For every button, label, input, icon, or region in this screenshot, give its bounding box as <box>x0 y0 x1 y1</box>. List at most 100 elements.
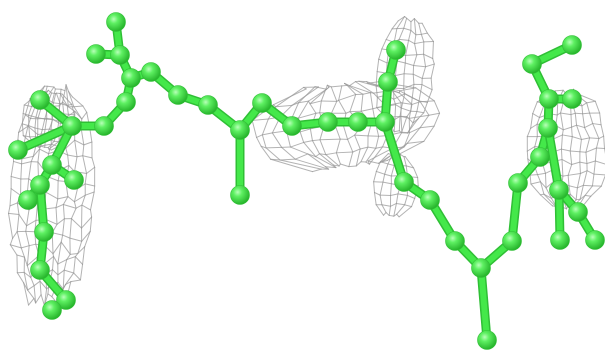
atom <box>502 231 522 251</box>
mesh-segment <box>591 173 595 187</box>
mesh-segment <box>82 144 85 157</box>
mesh-segment <box>35 294 42 304</box>
mesh-segment <box>53 255 59 265</box>
mesh-segment <box>560 112 564 131</box>
mesh-segment <box>404 62 415 67</box>
mesh-segment <box>574 112 578 126</box>
mesh-segment <box>61 93 73 105</box>
mesh-segment <box>79 263 84 281</box>
mesh-segment <box>529 174 532 185</box>
mesh-segment <box>9 202 18 207</box>
mesh-segment <box>598 135 605 140</box>
mesh-segment <box>408 39 416 45</box>
mesh-segment <box>338 99 347 114</box>
mesh-segment <box>423 53 434 60</box>
mesh-segment <box>423 125 435 142</box>
mesh-segment <box>578 94 596 102</box>
mesh-segment <box>540 181 545 195</box>
mesh-segment <box>319 138 341 141</box>
mesh-segment <box>384 173 392 177</box>
mesh-segment <box>410 97 413 112</box>
mesh-segment <box>576 184 584 189</box>
mesh-segment <box>582 112 591 115</box>
mesh-segment <box>57 269 65 276</box>
atom <box>348 112 368 132</box>
mesh-segment <box>393 130 400 133</box>
mesh-segment <box>568 185 571 195</box>
mesh-segment <box>62 203 77 209</box>
mesh-segment <box>567 173 581 176</box>
mesh-segment <box>314 86 327 90</box>
mesh-segment <box>544 172 547 189</box>
mesh-segment <box>70 218 83 229</box>
mesh-segment <box>20 247 25 258</box>
mesh-segment <box>396 16 406 30</box>
mesh-segment <box>423 101 428 114</box>
mesh-segment <box>311 139 321 142</box>
mesh-segment <box>400 115 403 133</box>
mesh-segment <box>51 232 64 236</box>
mesh-segment <box>381 159 388 163</box>
mesh-segment <box>603 135 605 149</box>
mesh-segment <box>397 193 408 196</box>
mesh-segment <box>419 125 435 129</box>
atom <box>198 95 218 115</box>
mesh-segment <box>375 85 378 98</box>
mesh-segment <box>375 170 386 175</box>
mesh-segment <box>430 77 433 91</box>
mesh-segment <box>33 285 37 304</box>
mesh-segment <box>251 118 269 121</box>
mesh-segment <box>38 148 50 155</box>
mesh-segment <box>403 27 412 31</box>
mesh-segment <box>376 58 380 73</box>
mesh-segment <box>17 131 20 141</box>
mesh-segment <box>265 146 283 149</box>
mesh-segment <box>385 212 390 216</box>
mesh-segment <box>65 139 76 149</box>
mesh-segment <box>375 71 378 87</box>
mesh-segment <box>26 219 37 227</box>
atom <box>538 118 558 138</box>
mesh-segment <box>81 194 86 206</box>
bond-highlight <box>15 123 75 153</box>
mesh-segment <box>532 113 540 118</box>
mesh-segment <box>412 73 415 85</box>
mesh-segment <box>25 230 30 247</box>
mesh-segment <box>405 39 410 56</box>
atom <box>64 170 84 190</box>
atom <box>62 116 82 136</box>
mesh-segment <box>28 125 31 138</box>
mesh-segment <box>562 126 573 131</box>
mesh-segment <box>582 170 588 186</box>
mesh-segment <box>22 135 31 138</box>
mesh-segment <box>544 169 553 174</box>
mesh-segment <box>32 148 40 157</box>
atom <box>471 258 491 278</box>
mesh-segment <box>279 158 296 161</box>
mesh-segment <box>65 84 69 108</box>
mesh-segment <box>338 85 343 101</box>
mesh-segment <box>55 198 59 209</box>
mesh-segment <box>16 231 22 249</box>
mesh-segment <box>394 104 397 120</box>
mesh-segment <box>398 206 413 218</box>
mesh-segment <box>395 104 402 109</box>
mesh-segment <box>73 256 76 274</box>
mesh-segment <box>320 84 328 102</box>
mesh-segment <box>382 173 386 183</box>
mesh-segment <box>16 272 25 284</box>
mesh-segment <box>398 92 413 105</box>
mesh-segment <box>311 168 322 173</box>
mesh-segment <box>21 155 34 160</box>
mesh-segment <box>265 147 281 161</box>
mesh-segment <box>260 145 272 160</box>
mesh-segment <box>369 92 374 110</box>
mesh-segment <box>379 161 389 165</box>
mesh-segment <box>393 213 398 217</box>
atom <box>378 72 398 92</box>
atom <box>42 300 62 320</box>
mesh-segment <box>41 118 46 131</box>
mesh-segment <box>319 139 327 156</box>
mesh-segment <box>23 104 32 108</box>
